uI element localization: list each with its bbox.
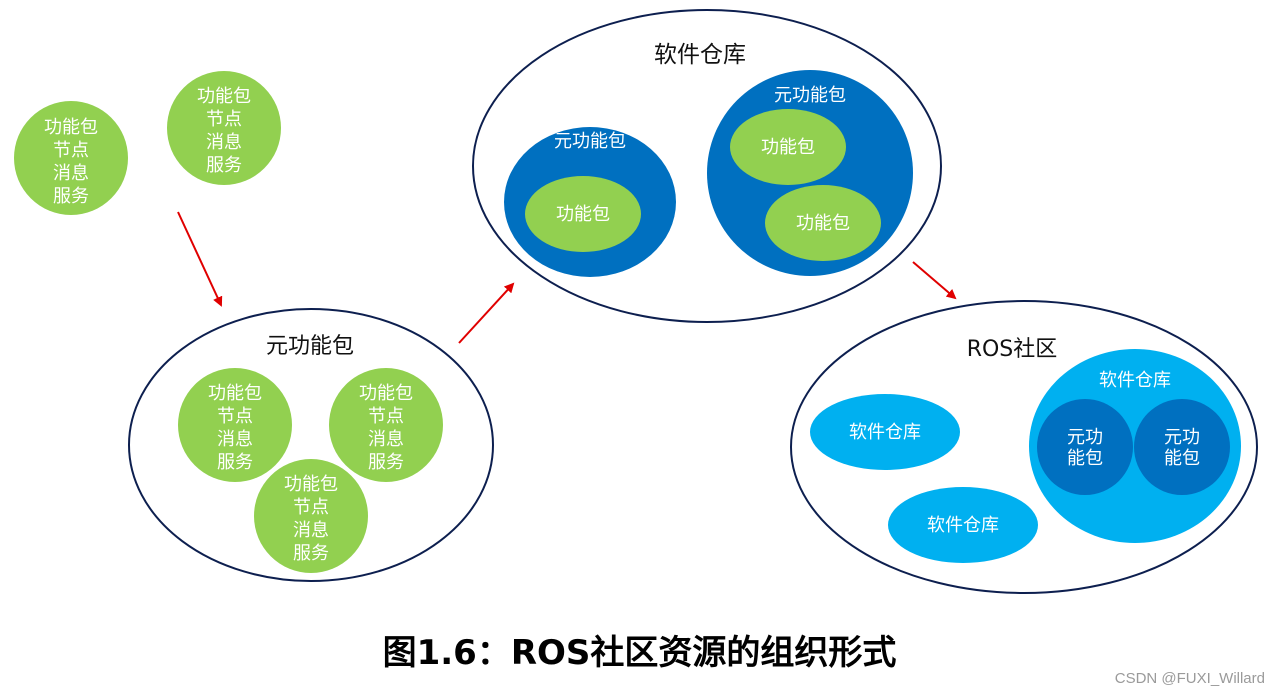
message-label: 消息 — [368, 429, 404, 450]
arrow-repository-to-community — [912, 261, 957, 300]
metapackage-title: 元功能包 — [266, 334, 354, 359]
package-label: 功能包 — [197, 86, 251, 107]
loose-package-2: 功能包 节点 消息 服务 — [167, 71, 281, 185]
repository-ellipse — [888, 487, 1038, 563]
node-label: 节点 — [293, 497, 329, 518]
repository-group: 软件仓库 元功能包 功能包 元功能包 功能包 功能包 — [472, 9, 942, 323]
metapackage-label-line1: 元功 — [1164, 427, 1200, 448]
package-ellipse — [765, 185, 881, 261]
package-label: 功能包 — [44, 117, 98, 138]
package-circle — [14, 101, 128, 215]
community-title: ROS社区 — [967, 337, 1058, 362]
package-label: 功能包 — [284, 474, 338, 495]
repository-ellipse — [810, 394, 960, 470]
service-label: 服务 — [293, 543, 329, 564]
message-label: 消息 — [217, 429, 253, 450]
package-label: 功能包 — [556, 204, 610, 225]
metapackage-label-line2: 能包 — [1164, 448, 1200, 469]
node-label: 节点 — [206, 109, 242, 130]
metapackage-circle — [1037, 399, 1133, 495]
metapackage-circle — [1134, 399, 1230, 495]
repository-label: 软件仓库 — [927, 515, 999, 536]
arrow-metapackage-to-repository — [458, 282, 515, 344]
package-circle — [254, 459, 368, 573]
community-group: ROS社区 软件仓库 软件仓库 软件仓库 元功 能包 元功 能包 — [790, 300, 1258, 594]
message-label: 消息 — [206, 132, 242, 153]
loose-package-1: 功能包 节点 消息 服务 — [14, 101, 128, 215]
node-label: 节点 — [53, 140, 89, 161]
figure-caption: 图1.6：ROS社区资源的组织形式 — [382, 633, 897, 673]
service-label: 服务 — [217, 452, 253, 473]
node-label: 节点 — [368, 406, 404, 427]
metapackage-label-line2: 能包 — [1067, 448, 1103, 469]
package-circle — [167, 71, 281, 185]
node-label: 节点 — [217, 406, 253, 427]
big-repository-title: 软件仓库 — [1099, 370, 1171, 391]
arrow-packages-to-metapackage — [177, 211, 223, 307]
package-label: 功能包 — [208, 383, 262, 404]
repository-title: 软件仓库 — [654, 42, 746, 68]
package-ellipse — [525, 176, 641, 252]
service-label: 服务 — [53, 186, 89, 207]
package-circle — [178, 368, 292, 482]
service-label: 服务 — [368, 452, 404, 473]
package-label: 功能包 — [796, 213, 850, 234]
metapackage-label-line1: 元功 — [1067, 427, 1103, 448]
message-label: 消息 — [293, 520, 329, 541]
package-label: 功能包 — [761, 137, 815, 158]
package-circle — [329, 368, 443, 482]
package-label: 功能包 — [359, 383, 413, 404]
service-label: 服务 — [206, 155, 242, 176]
message-label: 消息 — [53, 163, 89, 184]
metapackage-right-title: 元功能包 — [774, 85, 846, 106]
package-ellipse — [730, 109, 846, 185]
metapackage-group: 元功能包 功能包 节点 消息 服务 功能包 节点 消息 服务 功能包 节点 消息… — [128, 308, 494, 582]
repository-label: 软件仓库 — [849, 422, 921, 443]
metapackage-left-title: 元功能包 — [554, 131, 626, 152]
watermark: CSDN @FUXI_Willard — [1114, 670, 1265, 687]
